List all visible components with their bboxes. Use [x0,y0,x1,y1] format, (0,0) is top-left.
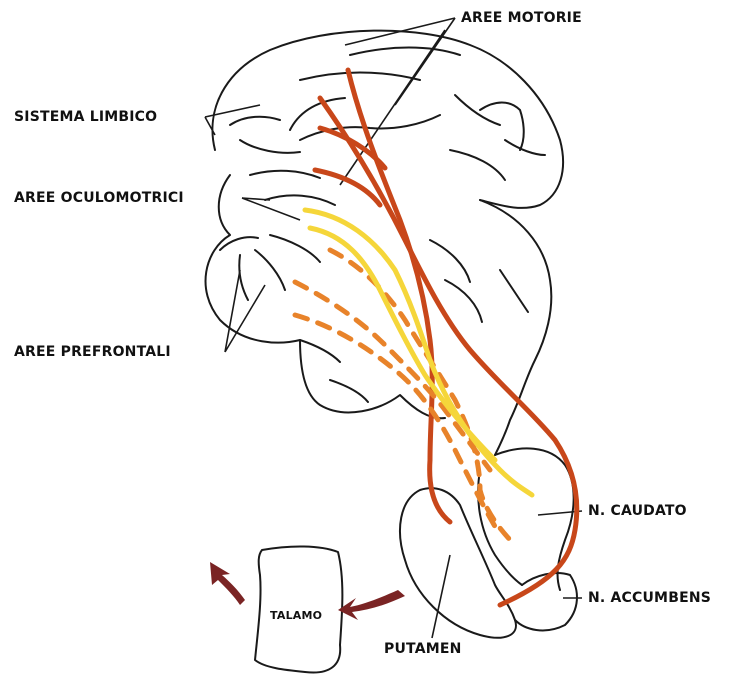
fold [230,117,280,125]
fold [480,103,524,151]
cortex-upper-outline [212,31,563,208]
putamen-outline [400,488,516,638]
arrow-from-thalamus [210,562,245,605]
fold [250,171,320,178]
fold [350,48,460,56]
leader-aree-oculomotrici [242,198,300,220]
fold [300,340,340,362]
fold [265,195,335,205]
fold [450,150,505,180]
label-aree-prefrontali: AREE PREFRONTALI [14,344,171,360]
fold [255,250,285,290]
fold [300,73,420,81]
leader-putamen [432,555,450,638]
fold [500,270,528,312]
label-talamo: TALAMO [270,609,322,622]
cortex-right-outline [480,200,551,455]
fold [455,95,500,125]
label-aree-motorie: AREE MOTORIE [461,10,582,26]
fold [330,380,368,402]
arrow-to-thalamus [338,590,405,620]
fold [270,235,320,262]
fold [505,140,545,155]
fold [445,280,482,322]
label-putamen: PUTAMEN [384,641,462,657]
label-sistema-limbico: SISTEMA LIMBICO [14,109,157,125]
label-aree-oculomotrici: AREE OCULOMOTRICI [14,190,184,206]
fold [240,140,300,153]
fold [430,240,470,282]
label-n-caudato: N. CAUDATO [588,503,687,519]
label-n-accumbens: N. ACCUMBENS [588,590,711,606]
caudate-nucleus-outline [495,448,574,590]
fold [239,255,248,300]
